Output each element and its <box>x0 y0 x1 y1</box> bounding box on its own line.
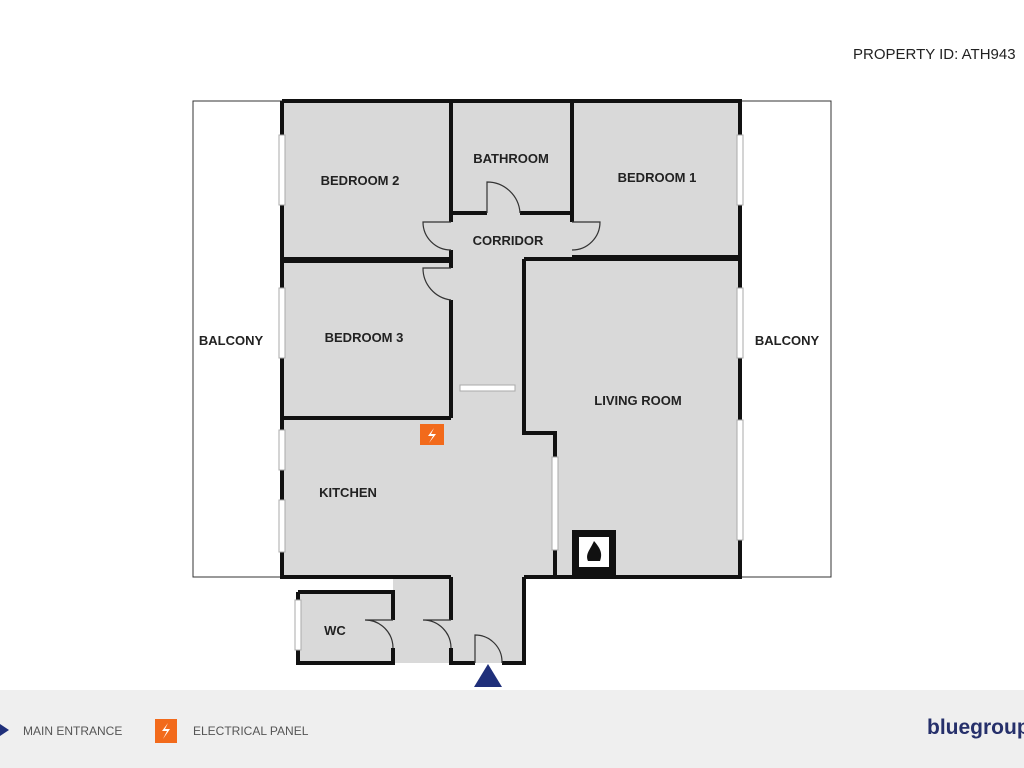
room-label-bedroom2: BEDROOM 2 <box>321 173 400 188</box>
fireplace-icon <box>572 530 616 576</box>
room-label-corridor: CORRIDOR <box>473 233 544 248</box>
legend-electrical-panel: ELECTRICAL PANEL <box>193 724 309 738</box>
windows <box>278 134 744 651</box>
entrance-arrow-icon <box>0 724 9 736</box>
room-label-wc: WC <box>324 623 346 638</box>
walls <box>280 99 742 665</box>
room-label-kitchen: KITCHEN <box>319 485 377 500</box>
floor-plan: BEDROOM 2 BATHROOM BEDROOM 1 CORRIDOR BE… <box>192 99 832 687</box>
electrical-panel-icon <box>420 424 444 445</box>
legend: MAIN ENTRANCE ELECTRICAL PANEL <box>0 690 1024 768</box>
property-id: PROPERTY ID: ATH943 <box>853 46 1016 63</box>
legend-electrical-icon <box>155 719 177 743</box>
room-label-bathroom: BATHROOM <box>473 151 549 166</box>
brand-logo: bluegroup <box>927 716 1024 739</box>
doors <box>364 181 601 664</box>
room-label-bedroom1: BEDROOM 1 <box>618 170 697 185</box>
room-label-balcony-right: BALCONY <box>755 333 820 348</box>
legend-main-entrance: MAIN ENTRANCE <box>23 724 123 738</box>
room-label-living: LIVING ROOM <box>594 393 681 408</box>
room-label-bedroom3: BEDROOM 3 <box>325 330 404 345</box>
main-entrance-icon <box>474 664 502 687</box>
room-label-balcony-left: BALCONY <box>199 333 264 348</box>
balcony-right <box>739 100 832 578</box>
